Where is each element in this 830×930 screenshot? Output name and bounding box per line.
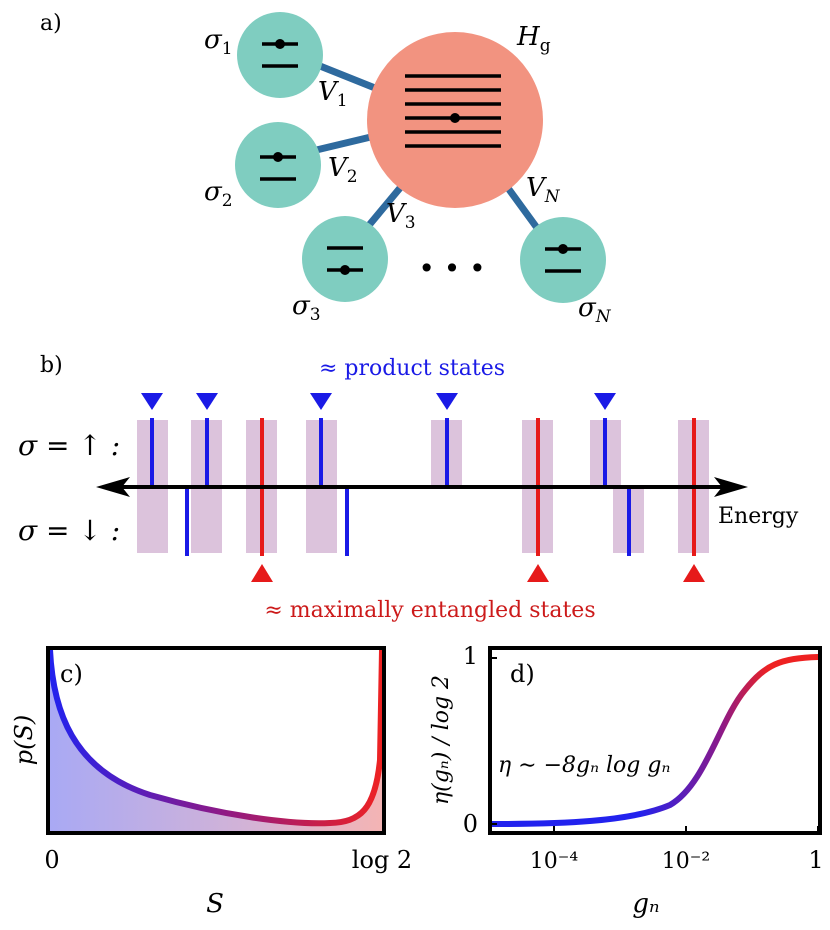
panel-c: c) p(S) S 0 log 2	[10, 646, 412, 919]
spin-up-label: σ = ↑ :	[18, 429, 120, 462]
entangled-states-label: ≈ maximally entangled states	[264, 598, 595, 623]
qubit-node-2	[235, 122, 321, 208]
panel-d-xtick-1e-2: 10⁻²	[662, 849, 710, 874]
panel-b-label: b)	[40, 353, 63, 378]
panel-c-xtick-0: 0	[44, 846, 59, 874]
panel-d-ytick-0: 0	[463, 810, 478, 838]
panel-c-label: c)	[60, 660, 83, 688]
coupling-label-v2: V2	[328, 153, 358, 187]
product-marker	[141, 393, 163, 410]
hub-label: Hg	[516, 22, 551, 56]
panel-b: b) ≈ product states ≈ maximally entangle…	[18, 353, 799, 623]
product-markers	[141, 393, 616, 410]
distribution-fill	[50, 650, 382, 832]
entangled-marker	[251, 564, 273, 582]
coupling-label-v1: V1	[318, 77, 348, 111]
hub-node	[367, 32, 543, 208]
panel-d-label: d)	[510, 660, 535, 688]
qubit-node-3	[302, 216, 388, 302]
panel-d-xtick-1: 1	[808, 846, 823, 874]
eta-curve	[489, 654, 821, 827]
product-states-label: ≈ product states	[319, 356, 505, 381]
link-v3	[362, 179, 408, 233]
panel-a: a)	[40, 11, 612, 327]
qubit-label-3: σ3	[292, 291, 321, 325]
panel-d-xtick-1e-4: 10⁻⁴	[530, 849, 579, 874]
distribution-curve	[47, 649, 385, 827]
energy-axis-label: Energy	[718, 504, 799, 529]
qubit-node-1	[237, 12, 323, 98]
coupling-links	[307, 58, 543, 235]
energy-axis	[96, 477, 748, 497]
entangled-markers	[251, 564, 705, 582]
panel-d-ytick-1: 1	[463, 642, 478, 670]
product-marker	[310, 393, 332, 410]
entangled-marker	[683, 564, 705, 582]
entangled-marker	[527, 564, 549, 582]
coupling-label-v3: V3	[386, 199, 416, 233]
spin-down-label: σ = ↓ :	[18, 514, 120, 547]
panel-d-annotation: η ∼ −8gₙ log gₙ	[498, 753, 670, 778]
panel-d-ylabel: η(gₙ) / log 2	[429, 675, 454, 805]
panel-a-label: a)	[40, 11, 62, 36]
qubit-label-2: σ2	[204, 177, 233, 211]
panel-d-frame	[488, 646, 822, 835]
panel-c-xtick-log2: log 2	[352, 846, 412, 874]
qubit-label-n: σN	[578, 293, 612, 327]
panel-c-ylabel: p(S)	[10, 715, 38, 766]
product-marker	[196, 393, 218, 410]
panel-d-xlabel: gₙ	[632, 889, 659, 919]
link-v2	[307, 132, 376, 156]
product-marker	[436, 393, 458, 410]
ellipsis: • • •	[418, 252, 485, 285]
link-vn	[505, 185, 543, 235]
product-marker	[594, 393, 616, 410]
panel-d-ticks	[490, 657, 819, 833]
link-v1	[308, 58, 382, 94]
panel-c-xlabel: S	[206, 889, 224, 919]
panel-d: d) η(gₙ) / log 2 gₙ 1 0 10⁻⁴ 10⁻² 1 η ∼ …	[429, 642, 824, 919]
coupling-label-vn: VN	[526, 173, 561, 207]
qubit-node-n	[520, 217, 606, 303]
qubit-label-1: σ1	[204, 25, 233, 59]
panel-c-frame	[46, 646, 386, 835]
